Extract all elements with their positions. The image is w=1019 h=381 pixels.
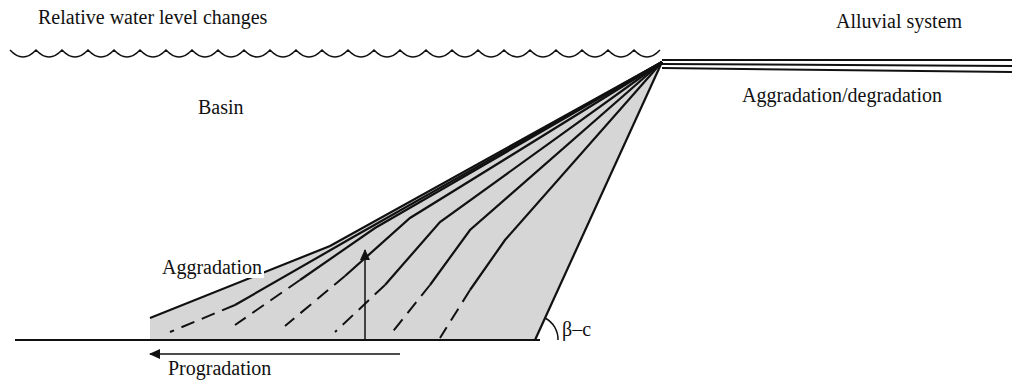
process-label: Progradation (168, 357, 271, 379)
region-label: Alluvial system (836, 10, 962, 32)
process-label: Aggradation/degradation (742, 84, 942, 106)
water-surface (10, 50, 660, 57)
basin-floor (15, 339, 540, 341)
alluvial-strata (662, 60, 1012, 72)
angle-label: β–c (562, 318, 591, 340)
delta-wedge (150, 62, 662, 340)
aggradation-arrow (364, 250, 366, 340)
region-label: Basin (198, 96, 244, 118)
foreset-strata (150, 62, 662, 340)
process-label: Aggradation (160, 256, 264, 278)
foreset-strata-dashed (170, 276, 470, 338)
angle-arc (545, 318, 558, 340)
caption-label: Relative water level changes (38, 6, 267, 28)
progradation-arrow (150, 353, 400, 355)
